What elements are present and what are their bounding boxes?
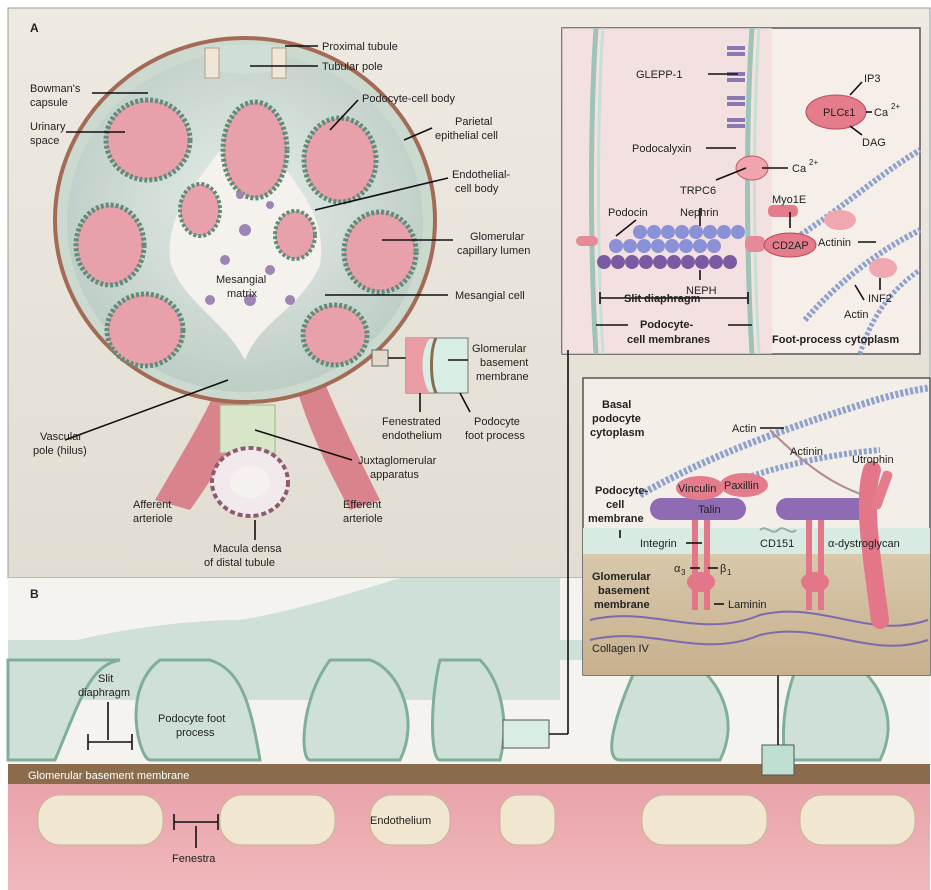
label-efferent-arteriole: Efferent bbox=[343, 499, 381, 511]
label-urinary-space: Urinary bbox=[30, 121, 66, 133]
label-slit-diaphragm: Slit diaphragm bbox=[624, 293, 701, 305]
label-podocin: Podocin bbox=[608, 207, 648, 219]
label-utrophin: Utrophin bbox=[852, 454, 894, 466]
label-cd2ap: CD2AP bbox=[772, 240, 809, 252]
label-fenestrated-endothelium: endothelium bbox=[382, 430, 442, 442]
label-glomerular-basement-membrane: membrane bbox=[476, 371, 529, 383]
proximal-tubule-cell bbox=[205, 48, 219, 78]
label-glomerular-capillary-lumen: capillary lumen bbox=[457, 245, 530, 257]
label-beta1-subscript: 1 bbox=[727, 568, 732, 577]
panel-b-letter: B bbox=[30, 587, 39, 601]
label-glomerular-basement-membrane: basement bbox=[480, 357, 528, 369]
label-plce1: PLCε1 bbox=[823, 107, 855, 119]
proximal-tubule-cell bbox=[272, 48, 286, 78]
label-ca-plc-superscript: 2+ bbox=[891, 102, 900, 111]
label-efferent-arteriole: arteriole bbox=[343, 513, 383, 525]
label-ip3: IP3 bbox=[864, 73, 881, 85]
label-paxillin: Paxillin bbox=[724, 480, 759, 492]
label-ca-plc: Ca bbox=[874, 107, 889, 119]
label-ca-trpc6-superscript: 2+ bbox=[809, 158, 818, 167]
label-mesangial-cell: Mesangial cell bbox=[455, 290, 525, 302]
label-alpha-dystroglycan: α-dystroglycan bbox=[828, 538, 900, 550]
label-juxtaglomerular-apparatus: apparatus bbox=[370, 469, 419, 481]
label-mesangial-matrix: matrix bbox=[227, 288, 257, 300]
label-basal-podocyte-cytoplasm: Basal bbox=[602, 399, 631, 411]
label-parietal-epithelial-cell: epithelial cell bbox=[435, 130, 498, 142]
label-podocyte-cell-body: Podocyte-cell body bbox=[362, 93, 455, 105]
label-actinin-adhesion: Actinin bbox=[790, 446, 823, 458]
label-inf2: INF2 bbox=[868, 293, 892, 305]
label-vinculin: Vinculin bbox=[678, 483, 716, 495]
macula-densa-lumen bbox=[230, 466, 270, 498]
label-glomerular-basement-membrane-inset: basement bbox=[598, 585, 650, 597]
label-basal-podocyte-cytoplasm: cytoplasm bbox=[590, 427, 645, 439]
label-nephrin: Nephrin bbox=[680, 207, 719, 219]
tubular-pole-shape bbox=[215, 45, 275, 74]
label-juxtaglomerular-apparatus: Juxtaglomerular bbox=[358, 455, 437, 467]
label-podocyte-foot-process: foot process bbox=[465, 430, 525, 442]
label-dag: DAG bbox=[862, 137, 886, 149]
label-macula-densa: Macula densa bbox=[213, 543, 282, 555]
label-glomerular-basement-membrane: Glomerular bbox=[472, 343, 527, 355]
zoom-marker bbox=[372, 350, 388, 366]
label-tubular-pole: Tubular pole bbox=[322, 61, 383, 73]
label-podocyte-cell-membrane: cell bbox=[606, 499, 624, 511]
label-talin: Talin bbox=[698, 504, 721, 516]
zoom-marker-adhesion bbox=[762, 745, 794, 775]
label-laminin: Laminin bbox=[728, 599, 767, 611]
label-podocyte-cell-membrane: Podocyte- bbox=[595, 485, 649, 497]
label-vascular-pole: Vascular bbox=[40, 431, 82, 443]
label-actinin: Actinin bbox=[818, 237, 851, 249]
label-actin-adhesion: Actin bbox=[732, 423, 756, 435]
label-alpha3: α bbox=[674, 563, 681, 575]
label-basal-podocyte-cytoplasm: podocyte bbox=[592, 413, 641, 425]
label-endothelial-cell-body: cell body bbox=[455, 183, 499, 195]
label-fenestrated-endothelium: Fenestrated bbox=[382, 416, 441, 428]
label-glomerular-capillary-lumen: Glomerular bbox=[470, 231, 525, 243]
label-endothelial-cell-body: Endothelial- bbox=[452, 169, 510, 181]
label-bowmans-capsule: Bowman's bbox=[30, 83, 81, 95]
label-beta1: β bbox=[720, 563, 726, 575]
label-afferent-arteriole: arteriole bbox=[133, 513, 173, 525]
label-podocyte-foot-process-b: process bbox=[176, 727, 215, 739]
label-ca-trpc6: Ca bbox=[792, 163, 807, 175]
label-podocyte-foot-process: Podocyte bbox=[474, 416, 520, 428]
label-parietal-epithelial-cell: Parietal bbox=[455, 116, 492, 128]
label-collagen-iv: Collagen IV bbox=[592, 643, 650, 655]
label-afferent-arteriole: Afferent bbox=[133, 499, 171, 511]
label-cd151: CD151 bbox=[760, 538, 794, 550]
label-macula-densa: of distal tubule bbox=[204, 557, 275, 569]
juxtaglomerular-apparatus-shape bbox=[220, 405, 275, 453]
label-foot-process-cytoplasm: Foot-process cytoplasm bbox=[772, 334, 899, 346]
label-glomerular-basement-membrane-b: Glomerular basement membrane bbox=[28, 770, 189, 782]
label-mesangial-matrix: Mesangial bbox=[216, 274, 266, 286]
label-glomerular-basement-membrane-inset: membrane bbox=[594, 599, 650, 611]
label-podocyte-cell-membranes: cell membranes bbox=[627, 334, 710, 346]
label-alpha3-subscript: 3 bbox=[681, 568, 686, 577]
label-fenestra: Fenestra bbox=[172, 853, 216, 865]
label-podocalyxin: Podocalyxin bbox=[632, 143, 691, 155]
label-slit-diaphragm-b: Slit bbox=[98, 673, 113, 685]
label-podocyte-foot-process-b: Podocyte foot bbox=[158, 713, 225, 725]
label-myo1e: Myo1E bbox=[772, 194, 806, 206]
label-glomerular-basement-membrane-inset: Glomerular bbox=[592, 571, 651, 583]
label-urinary-space: space bbox=[30, 135, 59, 147]
label-glepp1: GLEPP-1 bbox=[636, 69, 682, 81]
label-endothelium: Endothelium bbox=[370, 815, 431, 827]
label-podocyte-cell-membrane: membrane bbox=[588, 513, 644, 525]
label-actin: Actin bbox=[844, 309, 868, 321]
label-proximal-tubule: Proximal tubule bbox=[322, 41, 398, 53]
label-trpc6: TRPC6 bbox=[680, 185, 716, 197]
zoom-marker-slit bbox=[503, 720, 549, 748]
label-integrin: Integrin bbox=[640, 538, 677, 550]
label-slit-diaphragm-b: diaphragm bbox=[78, 687, 130, 699]
label-vascular-pole: pole (hilus) bbox=[33, 445, 87, 457]
label-podocyte-cell-membranes: Podocyte- bbox=[640, 319, 694, 331]
label-bowmans-capsule: capsule bbox=[30, 97, 68, 109]
panel-a-letter: A bbox=[30, 21, 39, 35]
